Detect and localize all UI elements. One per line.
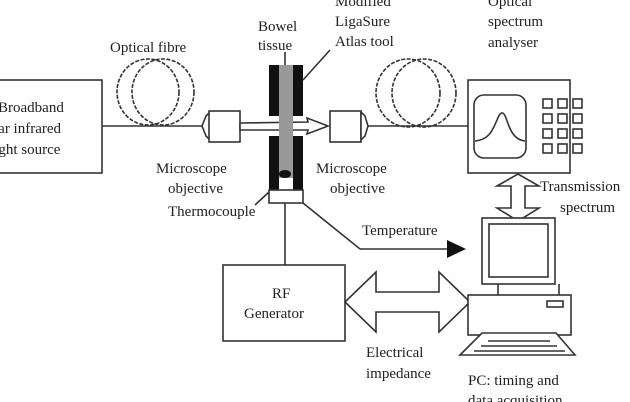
transmission-label-1: Transmission <box>540 179 621 195</box>
keypad-key <box>557 113 568 124</box>
microscope-objective-right: Microscope objective <box>316 110 387 197</box>
transmission-spectrum-arrow: Transmission spectrum <box>493 173 621 222</box>
bowel-tissue <box>279 65 293 190</box>
ligasure-label-2: LigaSure <box>335 14 390 30</box>
pc-label-1: PC: timing and <box>468 373 559 389</box>
keypad-key <box>572 98 583 109</box>
analyser-label-3: analyser <box>488 35 538 51</box>
keypad-key <box>572 143 583 154</box>
keypad-key <box>542 113 553 124</box>
rf-generator-label-2: Generator <box>244 306 304 322</box>
rf-generator-label-1: RF <box>272 286 290 302</box>
pc-computer: PC: timing and data acquisition <box>458 217 577 402</box>
microscope-right-label-2: objective <box>330 181 385 197</box>
ligasure-tool: Bowel tissue Modified LigaSure Atlas too… <box>258 0 394 204</box>
analyser-label-1: Optical <box>488 0 532 10</box>
transmission-label-2: spectrum <box>560 200 615 216</box>
pc-keyboard <box>458 332 577 356</box>
keypad-key <box>542 128 553 139</box>
analyser-screen <box>473 94 527 159</box>
temperature-label: Temperature <box>362 223 438 239</box>
ligasure-label-1: Modified <box>335 0 391 10</box>
light-source-label-2: near infrared <box>0 121 62 137</box>
bowel-tissue-label-1: Bowel <box>258 19 297 35</box>
pc-label-2: data acquisition <box>468 393 563 402</box>
microscope-left-label-1: Microscope <box>156 161 227 177</box>
optical-fibre-label: Optical fibre <box>110 40 187 56</box>
ligasure-label-3: Atlas tool <box>335 34 394 50</box>
keypad-key <box>542 143 553 154</box>
light-source-box: Broadband near infrared light source <box>0 79 103 174</box>
bowel-tissue-label-2: tissue <box>258 38 293 54</box>
microscope-objective-left: Microscope objective <box>156 110 241 197</box>
keypad-key <box>572 113 583 124</box>
thermocouple-tip <box>279 170 291 178</box>
light-source-label-1: Broadband <box>0 100 64 116</box>
keypad-key <box>557 98 568 109</box>
analyser-keypad <box>542 98 583 154</box>
temperature-arrow: Temperature <box>302 202 466 258</box>
rf-generator-box: RF Generator <box>222 264 346 342</box>
thermocouple-label: Thermocouple <box>168 204 256 220</box>
light-source-label-3: light source <box>0 142 61 158</box>
keypad-key <box>572 128 583 139</box>
impedance-label-1: Electrical <box>366 345 423 361</box>
keypad-key <box>542 98 553 109</box>
spectrum-peak-curve <box>474 112 526 142</box>
electrical-impedance-arrow: Electrical impedance <box>343 270 472 382</box>
optical-fibre-left: Optical fibre <box>102 40 202 127</box>
keypad-key <box>557 128 568 139</box>
optical-fibre-right <box>368 58 468 128</box>
analyser-label-2: spectrum <box>488 14 543 30</box>
impedance-label-2: impedance <box>366 366 431 382</box>
keypad-key <box>557 143 568 154</box>
microscope-left-label-2: objective <box>168 181 223 197</box>
spectrum-analyser: Optical spectrum analyser <box>467 0 583 174</box>
microscope-right-label-1: Microscope <box>316 161 387 177</box>
